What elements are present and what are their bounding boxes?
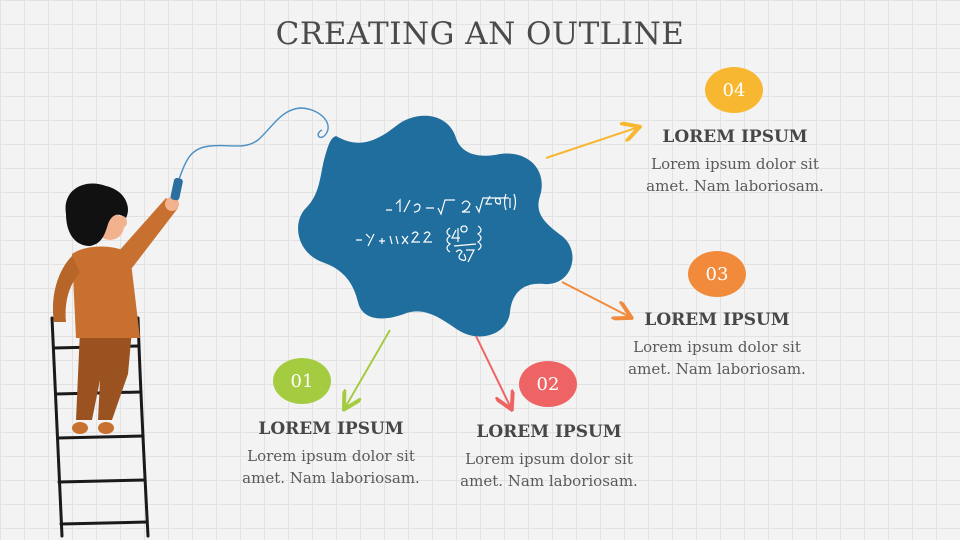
- paint-stroke: [177, 107, 329, 183]
- item-text-line: amet. Nam laboriosam.: [242, 469, 420, 487]
- item-text-line: amet. Nam laboriosam.: [460, 472, 638, 490]
- slide-title: CREATING AN OUTLINE: [275, 16, 685, 52]
- arrow-04: [545, 128, 636, 159]
- arrow-01: [346, 329, 391, 406]
- item-heading: LOREM IPSUM: [662, 127, 808, 147]
- badge-04: 04: [705, 67, 763, 113]
- item-text-line: Lorem ipsum dolor sit: [651, 155, 819, 173]
- badge-02: 02: [519, 361, 577, 407]
- item-heading: LOREM IPSUM: [644, 310, 790, 330]
- item-text-line: Lorem ipsum dolor sit: [465, 450, 633, 468]
- item-03: LOREM IPSUM Lorem ipsum dolor sit amet. …: [607, 310, 827, 380]
- badge-03: 03: [688, 251, 746, 297]
- arrow-03: [561, 281, 628, 316]
- item-text-line: Lorem ipsum dolor sit: [247, 447, 415, 465]
- item-heading: LOREM IPSUM: [476, 422, 622, 442]
- item-text-line: Lorem ipsum dolor sit: [633, 338, 801, 356]
- item-02: LOREM IPSUM Lorem ipsum dolor sit amet. …: [439, 422, 659, 492]
- item-heading: LOREM IPSUM: [258, 419, 404, 439]
- ladder: [50, 316, 150, 538]
- boy-figure: [52, 177, 183, 434]
- item-01: LOREM IPSUM Lorem ipsum dolor sit amet. …: [221, 419, 441, 489]
- badge-01: 01: [273, 358, 331, 404]
- item-text-line: amet. Nam laboriosam.: [646, 177, 824, 195]
- ink-blob: [298, 115, 573, 337]
- item-04: LOREM IPSUM Lorem ipsum dolor sit amet. …: [625, 127, 845, 197]
- chalk-equations: [356, 193, 517, 263]
- arrow-02: [475, 335, 510, 406]
- item-text-line: amet. Nam laboriosam.: [628, 360, 806, 378]
